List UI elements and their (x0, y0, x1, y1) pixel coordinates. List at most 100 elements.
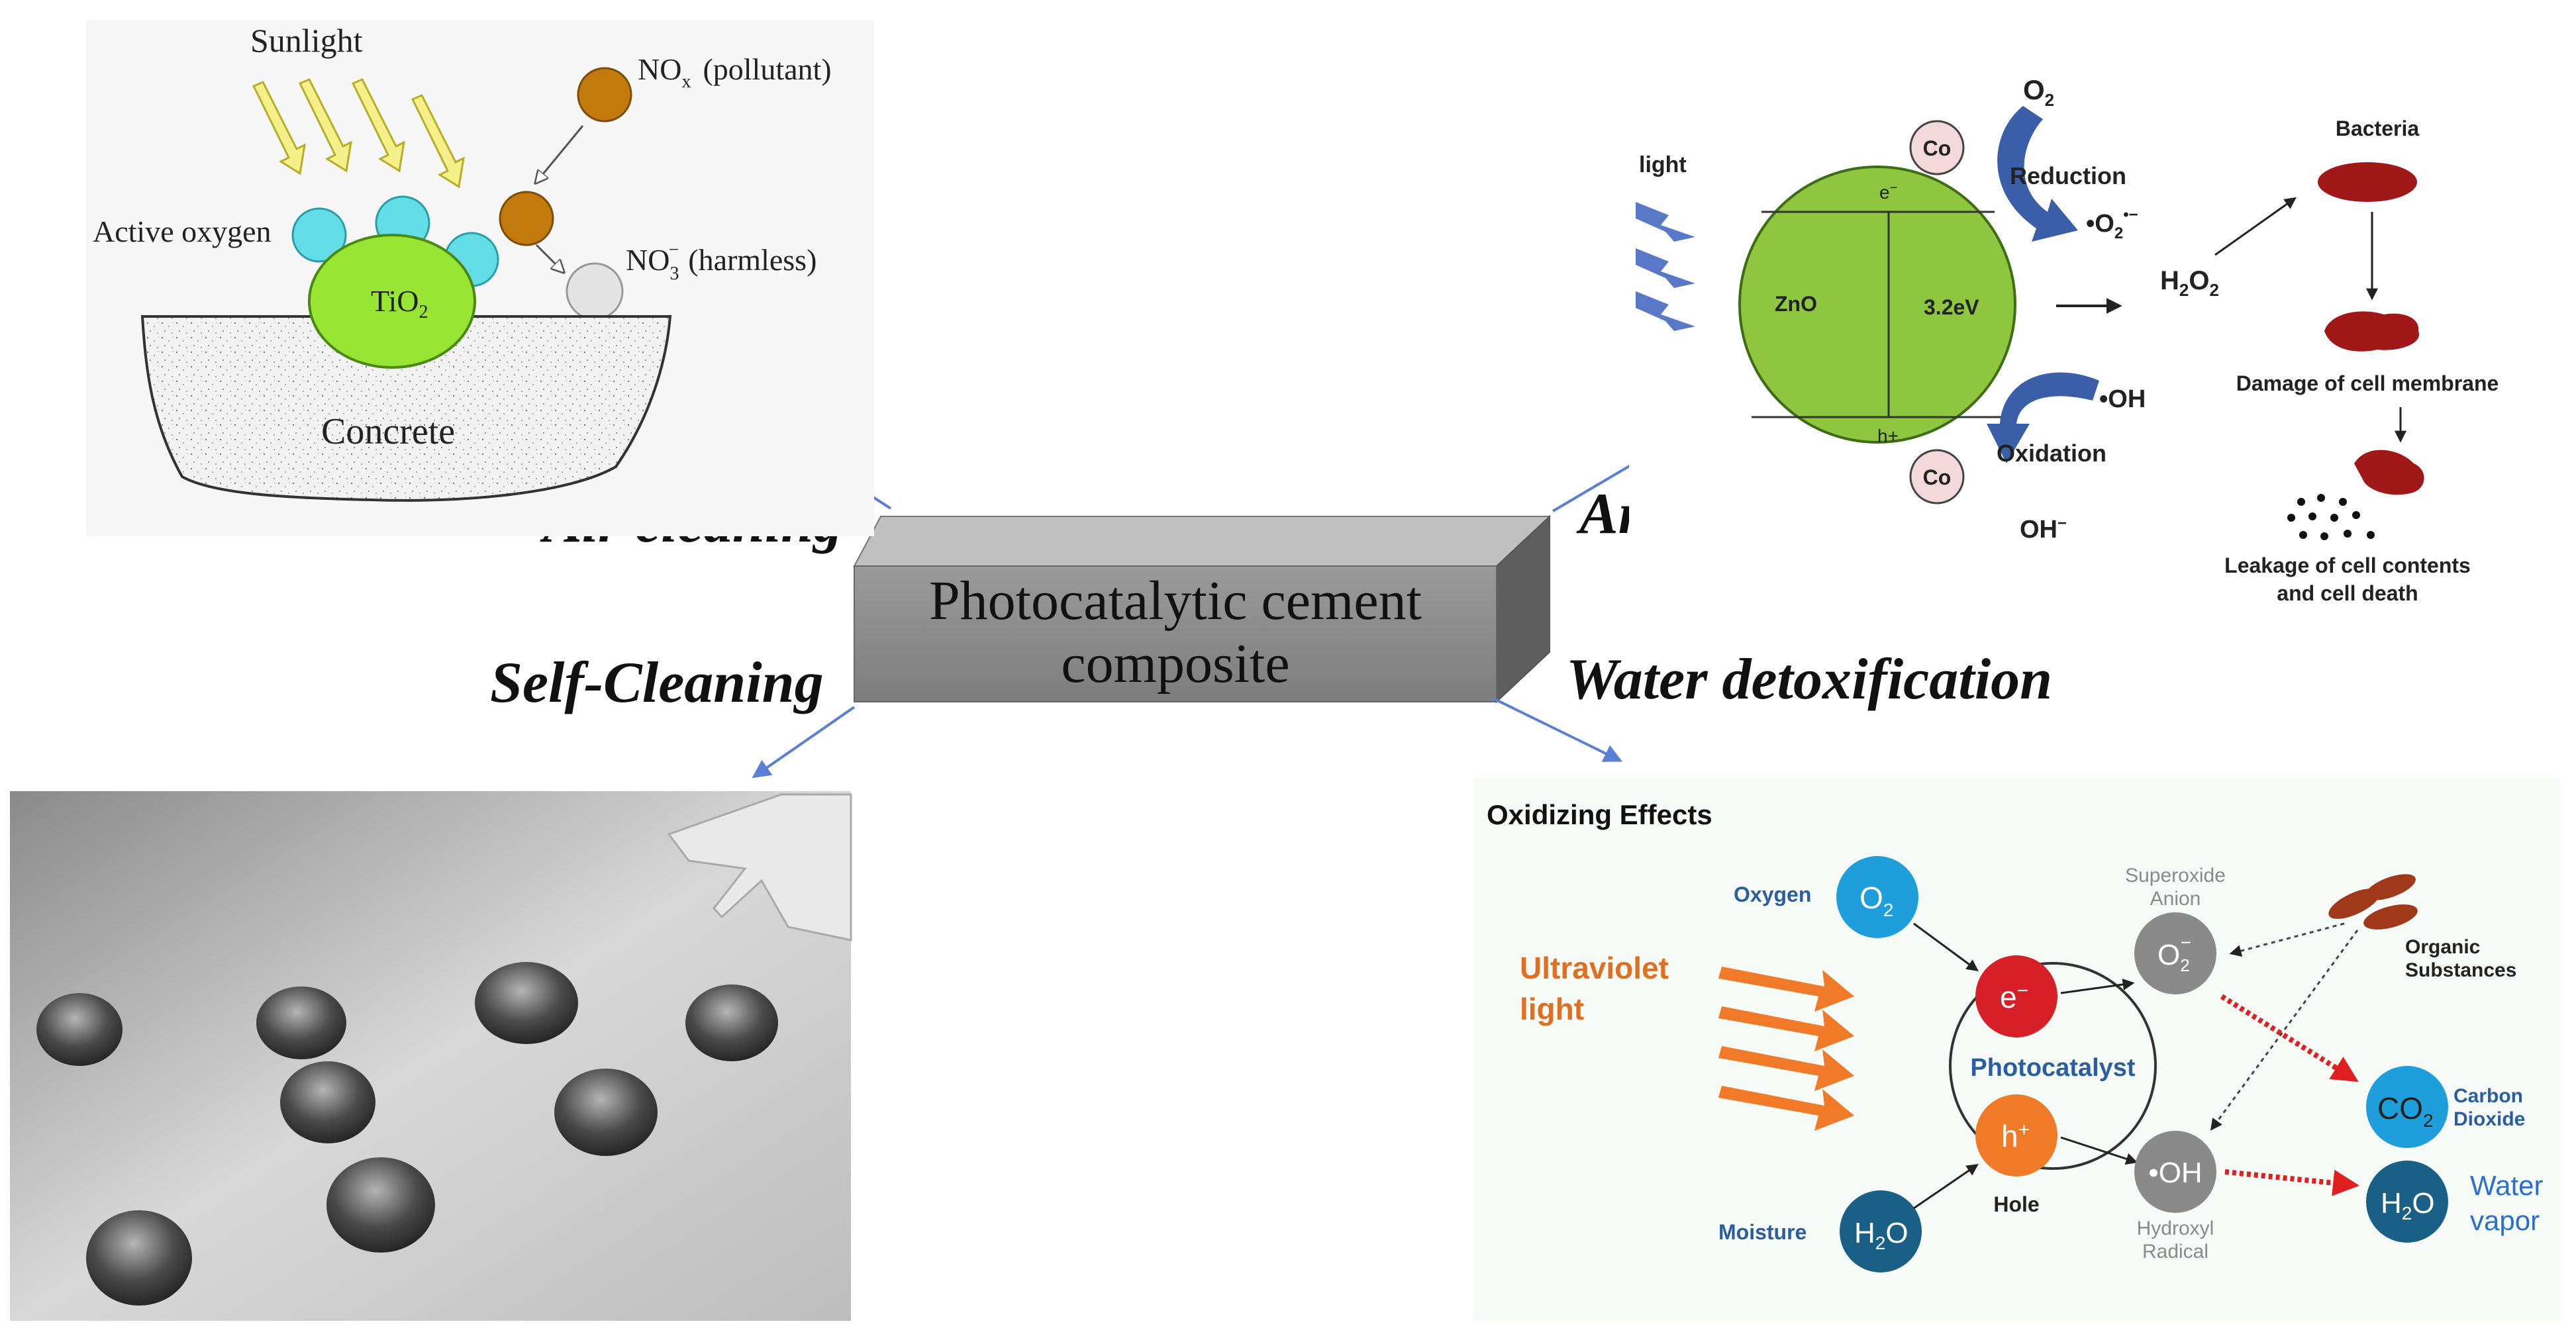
bacteria-label: Bacteria (2336, 117, 2420, 140)
leak-dot (2299, 531, 2307, 539)
organic-substances-icon (2328, 874, 2418, 930)
leak-dot (2320, 532, 2328, 540)
co-dopant-top (1909, 120, 1965, 175)
zno-label: ZnO (1775, 292, 1817, 316)
organic-particle (2363, 904, 2418, 930)
water-droplet (475, 962, 578, 1044)
sun-ray-1 (252, 81, 306, 175)
zno-particle (1738, 166, 2016, 444)
hydroxyl-circle-label: •OH (2148, 1157, 2202, 1189)
hole-label: h+ (1877, 426, 1899, 446)
oxidation-label: Oxidation (1997, 440, 2106, 467)
box-top-face (853, 516, 1551, 567)
electron-label: e− (1879, 181, 1897, 203)
superoxide-label-line2: Anion (2150, 888, 2201, 910)
center-box: Photocatalytic cement composite (853, 514, 1551, 704)
oxygen-label: Oxygen (1734, 883, 1811, 906)
oxygen-to-electron-arrow (1913, 922, 1979, 972)
water-droplet (280, 1061, 375, 1143)
concrete-label: Concrete (321, 411, 455, 452)
leak-dot (2330, 514, 2338, 522)
nox-adsorbed (499, 191, 554, 246)
nox-label: NOx(pollutant) (638, 52, 832, 92)
oxygen-sphere-1 (291, 207, 347, 263)
hydroxide-label: OH− (2020, 514, 2067, 544)
water-droplet (326, 1157, 435, 1253)
water-droplet (685, 984, 778, 1061)
air-cleaning-panel: Sunlight NOx(pollutant) NO3−(harmless) A… (86, 20, 874, 536)
reduction-arrow (1997, 106, 2078, 242)
spray-nozzle (667, 793, 852, 941)
leak-dot (2287, 514, 2295, 522)
band-gap-label: 3.2eV (1924, 295, 1979, 319)
co2-label-line1: Carbon (2453, 1085, 2523, 1107)
water-droplet (86, 1210, 192, 1306)
water-droplets (36, 962, 778, 1306)
co2-label-line2: Dioxide (2453, 1108, 2525, 1130)
leak-dot (2297, 498, 2305, 506)
oxidizing-effects-title: Oxidizing Effects (1487, 799, 1712, 830)
moisture-label: Moisture (1718, 1220, 1807, 1244)
leakage-label-line1: Leakage of cell contents (2224, 553, 2471, 577)
water-droplet (36, 993, 123, 1066)
co-dopant-bottom (1909, 449, 1965, 504)
uv-label-line1: Ultraviolet (1520, 951, 1669, 985)
arrow-to-water-detox (1493, 697, 1623, 762)
oxygen-circle-label: O2 (1859, 881, 1893, 920)
hole-circle-label: h+ (2001, 1119, 2030, 1153)
photocatalyst-label: Photocatalyst (1970, 1054, 2136, 1082)
tio2-particle (308, 234, 476, 369)
light-label: light (1639, 152, 1687, 177)
hydroxyl-label-line1: Hydroxyl (2137, 1218, 2214, 1239)
no3-molecule (566, 262, 624, 320)
reduction-label: Reduction (2010, 162, 2126, 189)
uv-arrow-3 (1718, 1046, 1854, 1091)
leak-dot (2317, 494, 2325, 502)
oxygen-circle (1836, 856, 1918, 938)
self-cleaning-photo (10, 791, 852, 1321)
organic-to-hydroxyl-dotted (2210, 930, 2359, 1131)
hydroxyl-circle (2134, 1131, 2216, 1213)
water-vapor-label-line1: Water (2470, 1170, 2543, 1201)
antimicrobial-panel: light e− ZnO 3.2eV h+ Co Co O2 Reduction… (1629, 53, 2510, 609)
co2-circle (2366, 1066, 2448, 1148)
leak-dot (2339, 498, 2347, 506)
uv-arrow-2 (1718, 1006, 1854, 1051)
electron-to-superoxide-arrow (2060, 979, 2135, 994)
organic-to-superoxide-dotted (2229, 922, 2345, 957)
bacterium-intact (2318, 162, 2417, 202)
co-label-top: Co (1923, 136, 1952, 160)
damage-label: Damage of cell membrane (2236, 371, 2499, 395)
o2-label: O2 (2023, 74, 2054, 110)
leak-dot (2308, 512, 2316, 520)
co2-circle-label: CO2 (2377, 1091, 2434, 1131)
water-droplet (554, 1069, 658, 1156)
sun-ray-4 (411, 94, 465, 189)
light-bolt-1 (1636, 202, 1695, 242)
organic-particle (2365, 874, 2416, 900)
h2o2-to-bacteria-arrow (2214, 197, 2297, 256)
co-label-bottom: Co (1923, 465, 1952, 489)
nox-molecule (577, 67, 632, 122)
uv-arrow-4 (1718, 1086, 1854, 1131)
hole-circle (1975, 1094, 2057, 1176)
center-title-line2: composite (1061, 633, 1289, 694)
superoxide-circle (2134, 912, 2216, 994)
water-vapor-circle-label: H2O (2381, 1187, 2435, 1223)
bacterium-leaking (2354, 450, 2424, 495)
hole-to-hydroxyl-arrow (2060, 1136, 2138, 1165)
oxidation-arrow (1987, 372, 2099, 463)
water-vapor-label-line2: vapor (2470, 1205, 2540, 1236)
h2o2-label: H2O2 (2160, 266, 2219, 300)
sunlight-arrows (252, 78, 465, 189)
light-bolts (1636, 202, 1695, 331)
box-front-face (854, 565, 1497, 702)
center-title-line1: Photocatalytic cement (929, 570, 1422, 632)
sunlight-label: Sunlight (250, 22, 363, 59)
uv-arrows (1718, 967, 1854, 1131)
water-detox-panel: Oxidizing Effects Oxygen O2 Ultraviolet … (1473, 778, 2559, 1321)
superoxide-label-line1: Superoxide (2125, 865, 2226, 886)
superoxide-label: •O2•− (2086, 206, 2138, 242)
